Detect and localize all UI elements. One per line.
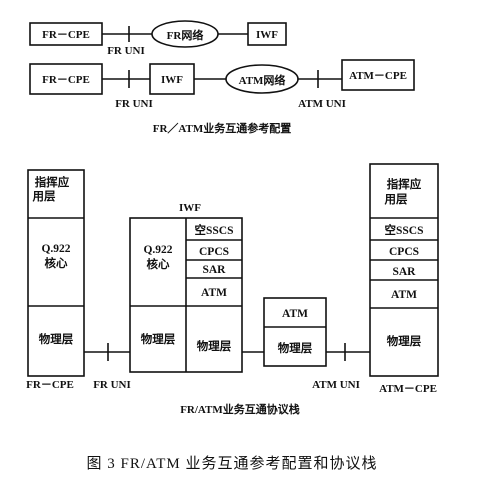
fr-cpe-stack-label: FR－CPE [26,379,74,391]
atm-uni-label-stack: ATM UNI [312,379,360,391]
figure-caption: 图 3 FR/ATM 业务互通参考配置和协议栈 [87,455,378,472]
protocol-stack-caption: FR/ATM业务互通协议栈 [180,402,300,416]
iwf-title: IWF [179,202,201,214]
iwf-box-row1 [247,22,287,46]
iwf-cpcs: CPCS [199,246,229,258]
protocol-stack: 指挥应 用层 Q.922 核心 物理层 FR－CPE FR UNI IWF Q.… [26,163,439,416]
atm-cpe-label-row2: ATM－CPE [349,70,407,82]
atm-network-label: ATM网络 [239,73,286,87]
atm-switch-frame [263,297,327,367]
fr-cpe-stack: 指挥应 用层 Q.922 核心 物理层 FR－CPE [26,169,85,391]
fr-uni-label-row2: FR UNI [115,98,153,110]
fr-cpe-label-row1: FR－CPE [42,29,90,41]
iwf-stack: IWF Q.922 核心 空SSCS CPCS SAR ATM 物理层 物理层 [129,202,243,373]
atm-cpe-cpcs: CPCS [389,246,419,258]
fr-cpe-app-bottom: 用层 [32,190,56,203]
iwf-atm: ATM [201,287,227,299]
atm-cpe-stack: 指挥应 用层 空SSCS CPCS SAR ATM 物理层 ATM－CPE [369,163,439,395]
atm-cpe-physical: 物理层 [387,334,422,348]
atm-cpe-stack-label: ATM－CPE [379,383,437,395]
atm-switch-physical: 物理层 [278,341,313,355]
atm-cpe-box-row2 [341,59,415,91]
reference-configuration: FR－CPE FR UNI FR网络 IWF FR－CPE FR UNI IWF… [29,20,415,135]
fr-cpe-stack-frame [27,169,85,377]
fr-cpe-physical: 物理层 [39,332,74,346]
atm-cpe-app-bottom: 用层 [384,193,408,206]
atm-switch-atm: ATM [282,308,308,320]
iwf-sar: SAR [202,264,226,276]
atm-cpe-stack-frame [369,163,439,377]
atm-cpe-null-sscs: 空SSCS [385,223,424,237]
fr-network-label: FR网络 [167,28,204,42]
atm-cpe-app-top: 指挥应 [387,177,422,191]
fr-cpe-q922: Q.922 [41,243,70,255]
iwf-null-sscs: 空SSCS [195,223,234,237]
fr-cpe-core: 核心 [45,256,68,270]
fr-cpe-label-row2: FR－CPE [42,74,90,86]
iwf-core: 核心 [147,257,170,271]
fr-cpe-app-top: 指挥应 [35,175,70,189]
iwf-q922: Q.922 [143,244,172,256]
fr-cpe-box-row2 [29,63,103,95]
iwf-physical-right: 物理层 [197,339,232,353]
reference-configuration-caption: FR／ATM业务互通参考配置 [153,121,292,135]
atm-cpe-atm: ATM [391,289,417,301]
fr-uni-label-row1: FR UNI [107,45,145,57]
fr-uni-label-stack: FR UNI [93,379,131,391]
iwf-label-row1: IWF [256,29,278,41]
atm-cpe-sar: SAR [392,266,416,278]
iwf-physical-left: 物理层 [141,332,176,346]
atm-switch-stack: ATM 物理层 [263,297,327,367]
iwf-label-row2: IWF [161,74,183,86]
atm-uni-label-row2: ATM UNI [298,98,346,110]
